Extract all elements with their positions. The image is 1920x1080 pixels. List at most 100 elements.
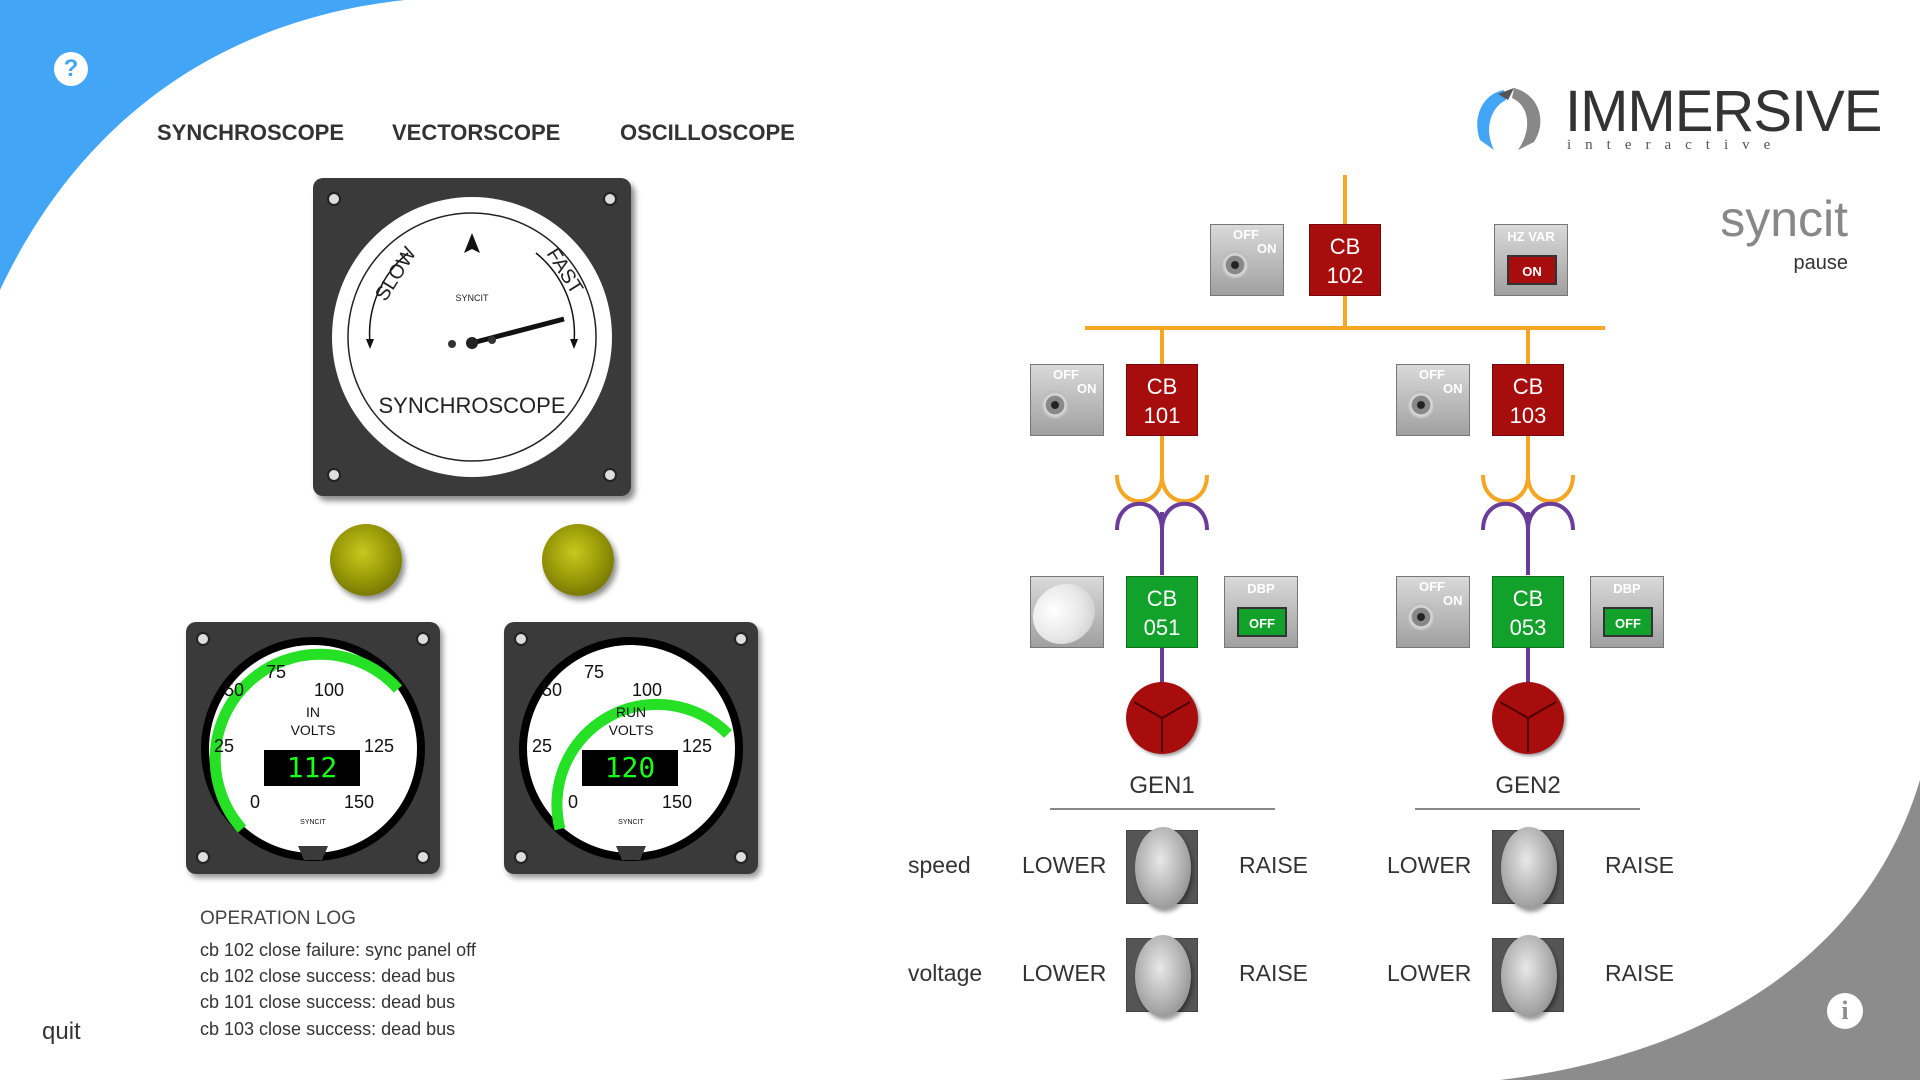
gen1-speed-raise-label: RAISE [1239, 852, 1309, 878]
screw-icon [514, 850, 528, 864]
gen1-label: GEN1 [1129, 772, 1195, 799]
gen1-speed-lower-label: LOWER [1022, 852, 1107, 878]
breaker-number: 102 [1326, 263, 1364, 288]
tab-synchroscope[interactable]: SYNCHROSCOPE [157, 120, 345, 145]
gen1-voltage-lower-label: LOWER [1022, 960, 1107, 986]
synchroscope-brand-label: SYNCIT [455, 293, 489, 303]
run-volts-dial [519, 637, 743, 861]
speed-label: speed [908, 852, 971, 878]
tick-label: 25 [532, 736, 553, 756]
cb101-sync-switch[interactable]: OFF ON [1030, 364, 1104, 436]
rotary-knob-icon [1407, 391, 1435, 419]
one-line-diagram [1085, 175, 1605, 685]
breaker-label: CB [1512, 586, 1544, 611]
cb103-sync-switch[interactable]: OFF ON [1396, 364, 1470, 436]
screw-icon [514, 632, 528, 646]
log-entry: cb 103 close success: dead bus [200, 1019, 456, 1039]
breaker-number: 051 [1143, 615, 1181, 640]
toggle-knob-icon [1135, 827, 1191, 909]
gen1-dbp-switch[interactable]: DBP OFF [1224, 576, 1298, 648]
gen2-speed-control-button[interactable] [1492, 827, 1564, 909]
gen1-speed-control-button[interactable] [1126, 827, 1198, 909]
dbp-state: OFF [1237, 607, 1287, 637]
log-entry: cb 102 close failure: sync panel off [200, 940, 476, 960]
dbp-caption: DBP [1613, 581, 1641, 596]
switch-off-label: OFF [1233, 227, 1259, 242]
sync-lamp-left [330, 524, 402, 596]
gen2-generator-icon [1492, 682, 1564, 754]
tick-label: 75 [266, 662, 287, 682]
gen2-sync-switch[interactable]: OFF ON [1396, 576, 1470, 648]
question-mark-icon[interactable]: ? [54, 52, 88, 86]
cb053-breaker[interactable]: CB 053 [1492, 576, 1564, 648]
tick-label: 100 [314, 680, 345, 700]
tick-label: 150 [662, 792, 693, 812]
pause-button[interactable]: pause [1793, 252, 1849, 274]
switch-off-label: OFF [1053, 367, 1079, 382]
gen2-voltage-lower-label: LOWER [1387, 960, 1472, 986]
screw-icon [416, 850, 430, 864]
dbp-state: OFF [1603, 607, 1653, 637]
divider [1050, 808, 1275, 810]
switch-on-label: ON [1443, 593, 1463, 608]
gen2-dbp-switch[interactable]: DBP OFF [1590, 576, 1664, 648]
screw-icon [196, 850, 210, 864]
cb051-breaker[interactable]: CB 051 [1126, 576, 1198, 648]
divider [1415, 808, 1640, 810]
tick-label: 50 [224, 680, 245, 700]
tick-label: 100 [632, 680, 663, 700]
screw-icon [603, 192, 617, 206]
synchroscope-name-label: SYNCHROSCOPE [378, 393, 566, 418]
switch-on-label: ON [1443, 381, 1463, 396]
in-volts-readout: 112 [264, 750, 360, 786]
meter-brand-label: SYNCIT [618, 819, 644, 826]
run-volts-readout: 120 [582, 750, 678, 786]
gen2-voltage-raise-label: RAISE [1605, 960, 1675, 986]
hz-var-switch[interactable]: HZ VAR ON [1494, 224, 1568, 296]
screw-icon [327, 192, 341, 206]
gen2-speed-raise-label: RAISE [1605, 852, 1675, 878]
switch-off-label: OFF [1419, 579, 1445, 594]
log-entry: cb 102 close success: dead bus [200, 966, 456, 986]
switch-on-label: ON [1257, 241, 1277, 256]
synchroscope-dial [332, 197, 612, 477]
breaker-label: CB [1146, 586, 1178, 611]
logo-wordmark: IMMERSIVE [1565, 79, 1882, 144]
cb103-breaker[interactable]: CB 103 [1492, 364, 1564, 436]
breaker-number: 101 [1143, 403, 1181, 428]
corner-decoration-top-left [0, 0, 405, 290]
logo-subtitle: interactive [1567, 137, 1785, 153]
tick-label: 125 [364, 736, 395, 756]
breaker-number: 103 [1509, 403, 1547, 428]
tab-vectorscope[interactable]: VECTORSCOPE [392, 120, 561, 145]
gen1-voltage-control-button[interactable] [1126, 935, 1198, 1017]
corner-decoration-bottom-right [1500, 780, 1920, 1080]
gen2-voltage-control-button[interactable] [1492, 935, 1564, 1017]
meter-label-line2: VOLTS [608, 722, 654, 738]
screw-icon [734, 632, 748, 646]
quit-button[interactable]: quit [42, 1018, 81, 1045]
knob-icon [1021, 571, 1107, 657]
cb102-sync-switch[interactable]: OFF ON [1210, 224, 1284, 296]
meter-label-line1: IN [306, 704, 320, 720]
log-entry: cb 101 close success: dead bus [200, 992, 456, 1012]
tick-label: 25 [214, 736, 235, 756]
rotary-knob-icon [1407, 603, 1435, 631]
gen1-voltage-raise-label: RAISE [1239, 960, 1309, 986]
rotary-knob-icon [1041, 391, 1069, 419]
breaker-label: CB [1329, 234, 1361, 259]
screw-icon [327, 468, 341, 482]
tick-label: 0 [250, 792, 261, 812]
cb102-breaker[interactable]: CB 102 [1309, 224, 1381, 296]
switch-on-label: ON [1077, 381, 1097, 396]
breaker-label: CB [1512, 374, 1544, 399]
cb101-breaker[interactable]: CB 101 [1126, 364, 1198, 436]
meter-brand-label: SYNCIT [300, 819, 326, 826]
meter-label-line2: VOLTS [290, 722, 336, 738]
screw-icon [734, 850, 748, 864]
tick-label: 125 [682, 736, 713, 756]
info-icon[interactable]: i [1827, 993, 1863, 1029]
tab-oscilloscope[interactable]: OSCILLOSCOPE [620, 120, 795, 145]
gen1-sync-switch[interactable] [1021, 571, 1107, 657]
rotary-knob-icon [1221, 251, 1249, 279]
